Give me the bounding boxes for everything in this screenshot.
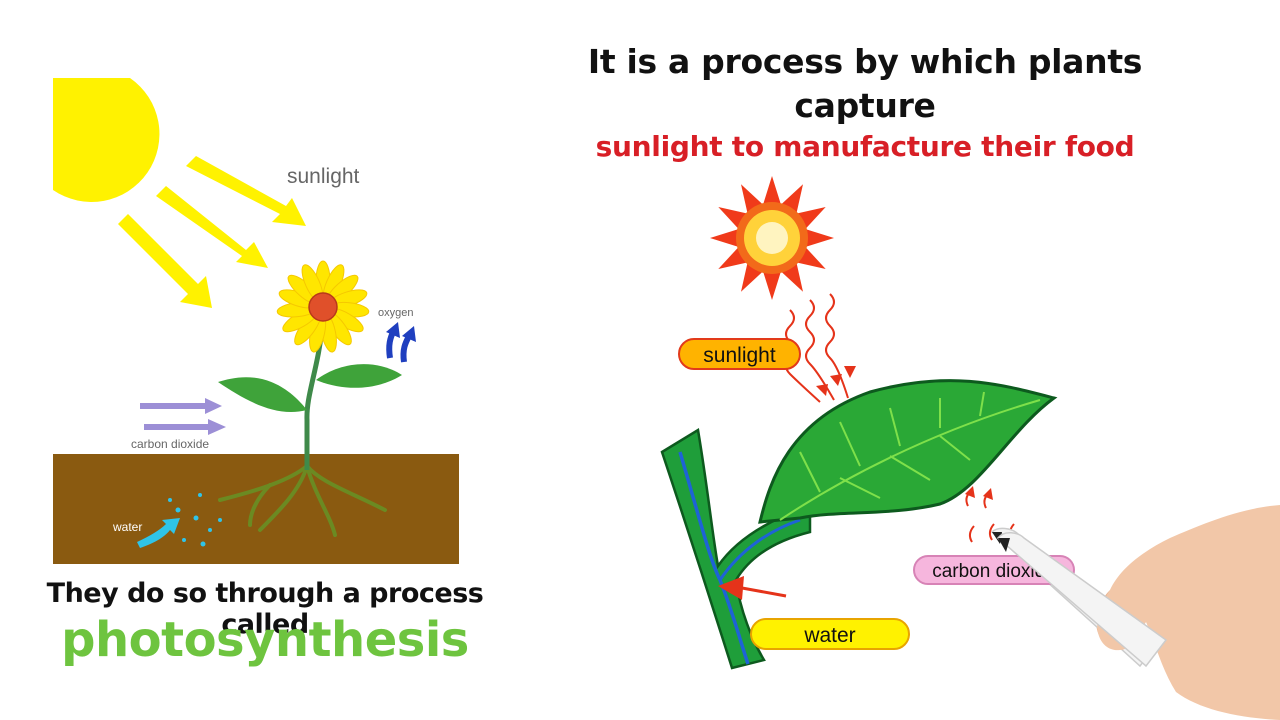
water-pointer-arrow xyxy=(741,586,787,598)
left-photosynthesis-diagram xyxy=(53,78,459,564)
left-leaf xyxy=(218,377,307,412)
red-sun xyxy=(710,176,834,300)
right-label-sunlight: sunlight xyxy=(678,338,801,370)
left-label-carbon-dioxide: carbon dioxide xyxy=(131,437,210,451)
stem xyxy=(660,427,812,670)
sun-shape xyxy=(53,78,160,202)
carbon-dioxide-arrows-icon xyxy=(140,398,226,435)
left-label-oxygen: oxygen xyxy=(378,307,414,319)
left-label-water: water xyxy=(113,520,143,534)
hand-overlay xyxy=(996,510,1280,720)
left-label-sunlight: sunlight xyxy=(287,165,360,188)
roots xyxy=(218,464,387,537)
leaf-veins xyxy=(779,391,1041,521)
caption-term: photosynthesis xyxy=(61,612,469,668)
sunflower xyxy=(276,260,370,353)
headline: It is a process by which plants capture … xyxy=(540,40,1190,166)
caption-text: They do so through a process called xyxy=(46,578,484,640)
water-droplets xyxy=(168,493,222,547)
sunlight-rays xyxy=(118,156,306,308)
headline-line-1: It is a process by which plants capture xyxy=(587,42,1143,125)
headline-line-2: sunlight to manufacture their food xyxy=(595,130,1135,163)
right-leaf xyxy=(316,364,402,388)
water-arrow-icon xyxy=(137,518,180,548)
soil xyxy=(53,454,459,564)
right-label-water: water xyxy=(750,618,910,650)
